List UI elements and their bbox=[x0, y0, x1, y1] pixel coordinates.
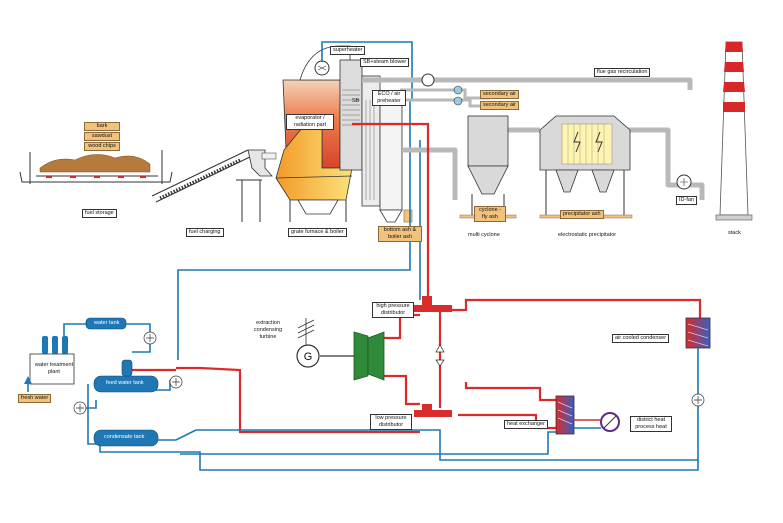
low-pressure-distributor bbox=[414, 410, 452, 417]
stack-label: stack bbox=[728, 230, 741, 236]
feed-water-tank-label: feed water tank bbox=[106, 380, 144, 386]
district-heat-icon bbox=[600, 412, 620, 432]
feed-water-tank bbox=[93, 359, 159, 393]
fuel-storage-label: fuel storage bbox=[82, 209, 117, 218]
fan-icon bbox=[421, 73, 435, 87]
bark-label: bark bbox=[84, 122, 120, 131]
sawdust-label: sawdust bbox=[84, 132, 120, 141]
electrostatic-precipitator-label: electrostatic precipitator bbox=[558, 232, 617, 238]
condensate-tank-label: condensate tank bbox=[104, 434, 145, 440]
condenser-icon bbox=[685, 317, 711, 349]
fresh-water-label: fresh water bbox=[18, 394, 52, 403]
secondary-air-label-2: secondary air bbox=[480, 101, 520, 110]
high-pressure-distributor bbox=[414, 305, 452, 312]
district-heat-label: district heat process heat bbox=[630, 416, 672, 432]
high-pressure-distributor-label: high pressure distributor bbox=[372, 302, 414, 318]
water-treatment-plant-label: water treatment plant bbox=[34, 362, 74, 375]
secondary-air-label-1: secondary air bbox=[480, 90, 520, 99]
bottom-ash-label: bottom ash & boiler ash bbox=[378, 226, 422, 242]
air-cooled-condenser-label: air cooled condenser bbox=[612, 334, 670, 343]
flue-gas-recirculation-label: flue gas recirculation bbox=[594, 68, 651, 77]
heat-exchanger-icon bbox=[555, 395, 575, 435]
fuel-charging-label: fuel charging bbox=[186, 228, 224, 237]
eco-air-preheater-label: ECO / air preheater bbox=[372, 90, 406, 106]
superheater-label: superheater bbox=[330, 46, 366, 55]
air-lines bbox=[400, 88, 490, 108]
fan-icon bbox=[453, 96, 463, 106]
grate-furnace-label: grate furnace & boiler bbox=[288, 228, 347, 237]
generator-label: G bbox=[304, 351, 313, 363]
boiler bbox=[247, 45, 413, 223]
fuel-conveyor bbox=[151, 149, 262, 222]
id-fan-label: ID-fan bbox=[676, 196, 697, 205]
steam-blower-label: SB+steam blower bbox=[360, 58, 410, 67]
turbine-icon bbox=[320, 331, 385, 381]
wood-chips-label: wood chips bbox=[84, 142, 120, 151]
fan-icon bbox=[453, 85, 463, 95]
condensate-tank bbox=[93, 429, 159, 447]
evaporator-label: evaporator / radiation part bbox=[286, 114, 334, 130]
flue-gas-duct bbox=[362, 77, 705, 200]
sb-label: SB bbox=[352, 98, 360, 104]
generator-icon bbox=[296, 318, 320, 368]
water-tank bbox=[85, 317, 127, 330]
heat-exchanger-label: heat exchanger bbox=[504, 420, 548, 429]
boiler-water-circuit bbox=[177, 41, 421, 360]
multi-cyclone bbox=[459, 115, 517, 219]
water-lines bbox=[27, 323, 699, 471]
pump-icon bbox=[73, 331, 705, 415]
precipitator-ash-label: precipitator ash bbox=[560, 210, 604, 219]
low-pressure-distributor-label: low pressure distributor bbox=[370, 414, 412, 430]
water-tank-label: water tank bbox=[94, 320, 120, 326]
multi-cyclone-label: multi cyclone bbox=[468, 232, 500, 238]
fuel-storage bbox=[19, 150, 173, 184]
valve-icon bbox=[435, 344, 445, 367]
cyclone-fly-ash-label: cyclone - fly ash bbox=[474, 206, 506, 222]
electrostatic-precipitator bbox=[539, 115, 633, 219]
extraction-turbine-label: extraction condensing turbine bbox=[253, 320, 283, 340]
stack-icon bbox=[715, 41, 753, 221]
water-treatment-plant bbox=[29, 336, 75, 385]
